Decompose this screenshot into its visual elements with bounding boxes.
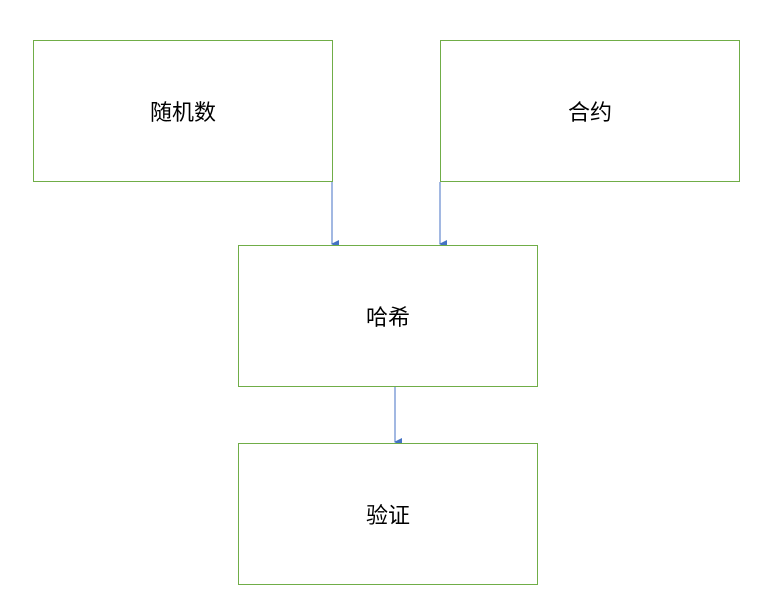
node-contract: 合约 [440, 40, 740, 182]
node-verify: 验证 [238, 443, 538, 585]
node-verify-label: 验证 [365, 504, 410, 529]
node-contract-label: 合约 [567, 101, 612, 126]
node-random: 随机数 [33, 40, 333, 182]
node-hash: 哈希 [238, 245, 538, 387]
node-random-label: 随机数 [149, 101, 216, 126]
node-hash-label: 哈希 [365, 306, 410, 331]
